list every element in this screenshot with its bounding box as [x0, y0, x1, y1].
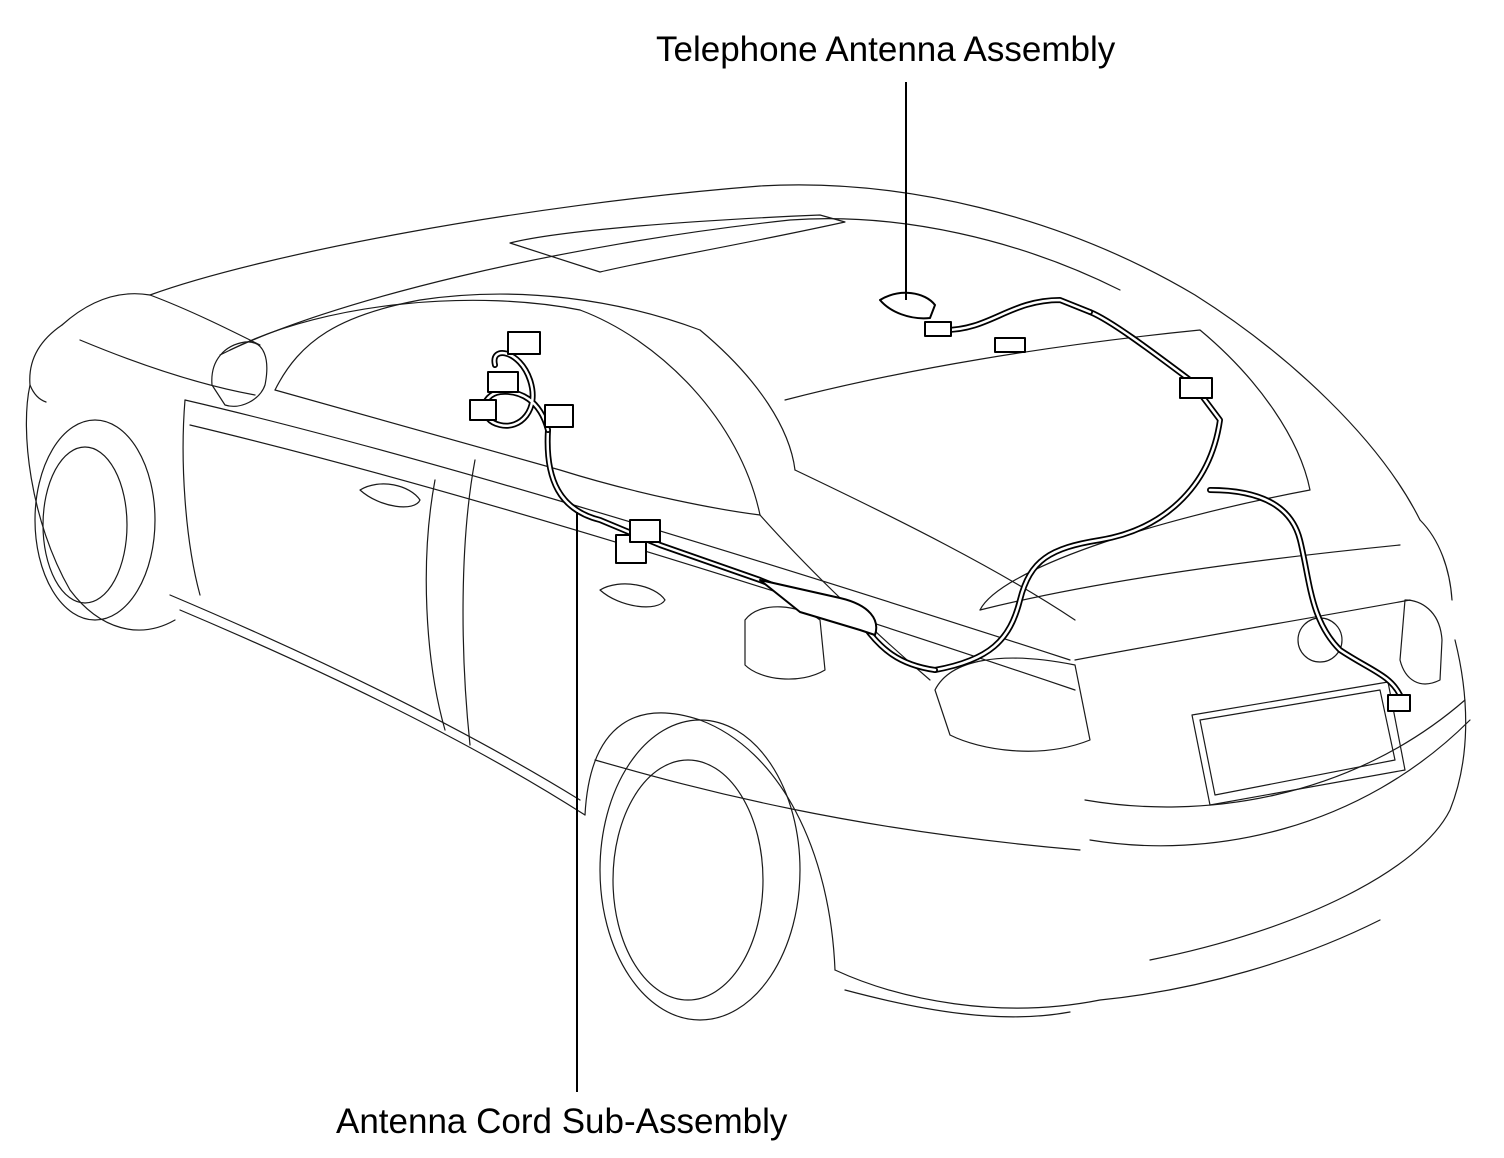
cord-clamp	[759, 579, 878, 636]
telephone-antenna-label: Telephone Antenna Assembly	[656, 30, 1116, 69]
dash-connector-mid	[487, 371, 519, 393]
telephone-antenna-body	[879, 291, 936, 320]
dash-connector-right	[544, 404, 574, 428]
antenna-connector-2	[994, 337, 1026, 353]
rear-connector	[1179, 377, 1213, 399]
junction-block-b	[629, 519, 661, 543]
antenna-cord-harness	[469, 291, 1411, 712]
dash-connector-top	[507, 331, 541, 355]
car-body	[25, 184, 1471, 1021]
antenna-cord-label: Antenna Cord Sub-Assembly	[336, 1102, 788, 1141]
antenna-connector-1	[924, 321, 952, 337]
trunk-connector	[1387, 694, 1411, 712]
dash-connector-left	[469, 399, 497, 421]
